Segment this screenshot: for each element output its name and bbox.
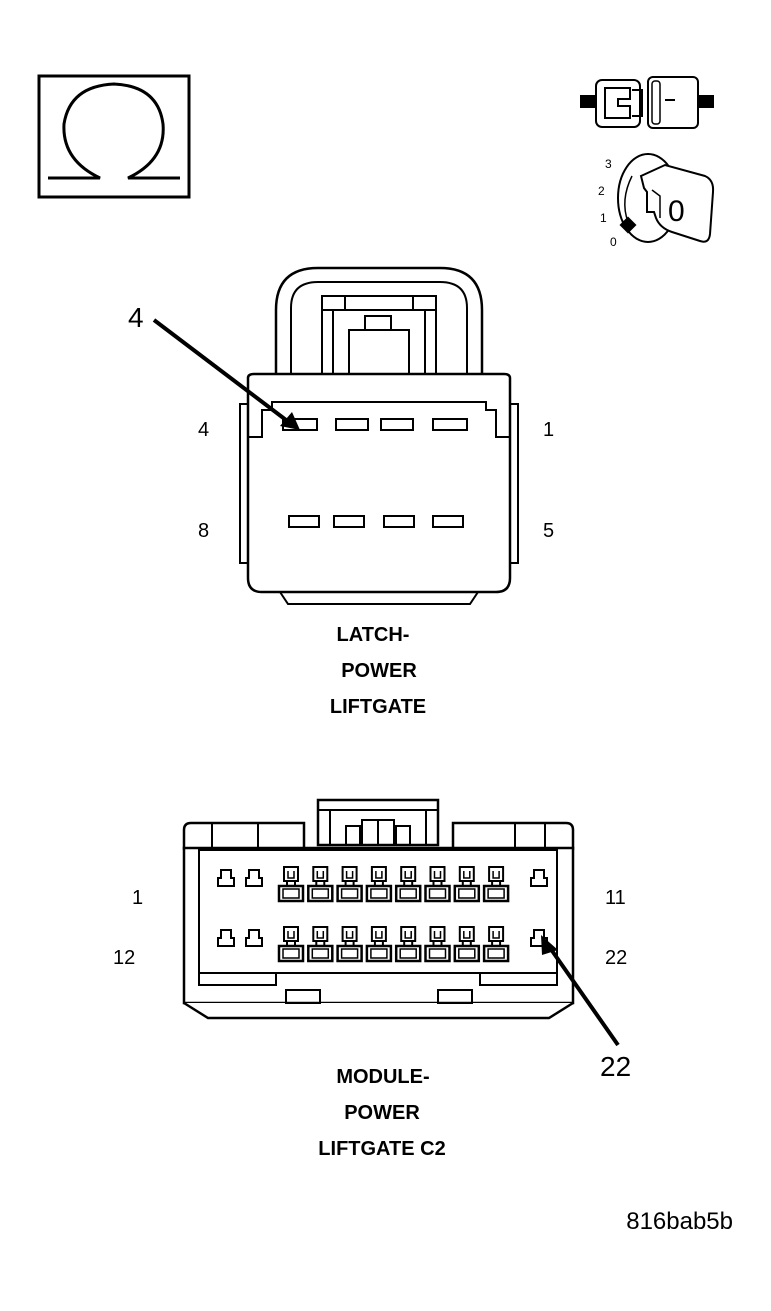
latch-pin-6 (383, 515, 415, 528)
module-cavity-r1-terminal-1 (277, 866, 305, 903)
module-cavity-r1-right (530, 869, 548, 887)
module-cavity-r1-terminal-5 (394, 866, 422, 903)
latch-callout-label: 4 (128, 302, 144, 333)
module-cavity-r1-terminal-4 (365, 866, 393, 903)
latch-pin-label-top-left: 4 (198, 419, 209, 441)
latch-pin-8 (288, 515, 320, 528)
connector-disconnect-icon (580, 76, 714, 129)
module-cavity-r2-terminal-6 (424, 926, 451, 963)
module-cavity-r2-terminal-7 (453, 926, 481, 963)
key-face-label: 0 (668, 195, 685, 228)
ignition-key-icon: 3 2 1 0 0 (598, 153, 715, 249)
module-cavity-r1-terminal-8 (482, 866, 510, 903)
module-cavity-r2-terminal-5 (394, 926, 422, 963)
module-cavity-r1-left-1 (217, 869, 235, 887)
module-cavity-r2-terminal-8 (482, 926, 510, 963)
latch-title-line-2: POWER (341, 660, 417, 682)
module-pin-field (217, 866, 548, 963)
module-cavity-r2-terminal-3 (336, 926, 363, 963)
key-position-2: 2 (598, 184, 605, 198)
module-cavity-r2-terminal-1 (277, 926, 305, 963)
ohm-icon (37, 74, 191, 199)
module-cavity-r2-left-1 (217, 929, 235, 947)
key-position-3: 3 (605, 157, 612, 171)
latch-title-line-3: LIFTGATE (330, 696, 426, 718)
latch-pin-label-top-right: 1 (543, 419, 554, 441)
module-title-line-1: MODULE- (336, 1066, 429, 1088)
module-title-line-3: LIFTGATE C2 (318, 1138, 445, 1160)
latch-pin-3 (335, 418, 369, 431)
module-cavity-r1-terminal-7 (453, 866, 481, 903)
module-connector: 22 1 11 12 22 (113, 798, 631, 1082)
latch-title-line-1: LATCH- (337, 624, 410, 646)
latch-pin-label-bottom-right: 5 (543, 520, 554, 542)
latch-connector: 4 4 1 8 5 (128, 266, 554, 605)
key-position-0: 0 (610, 235, 617, 249)
module-cavity-r2-terminal-2 (307, 926, 334, 963)
module-pin-label-top-left: 1 (132, 887, 143, 909)
module-cavity-r1-terminal-3 (336, 866, 363, 903)
module-pin-label-bottom-left: 12 (113, 947, 135, 969)
module-callout-label: 22 (600, 1051, 631, 1082)
module-cavity-r1-terminal-2 (307, 866, 334, 903)
module-cavity-r2-left-2 (245, 929, 263, 947)
module-cavity-r2-terminal-4 (365, 926, 393, 963)
latch-pin-5 (432, 515, 464, 528)
module-title-line-2: POWER (344, 1102, 420, 1124)
module-pin-label-top-right: 11 (605, 887, 626, 909)
latch-pin-7 (333, 515, 365, 528)
key-position-1: 1 (600, 211, 607, 225)
latch-pin-1 (432, 418, 468, 431)
module-cavity-r1-left-2 (245, 869, 263, 887)
module-pin-label-bottom-right: 22 (605, 947, 627, 969)
latch-pin-label-bottom-left: 8 (198, 520, 209, 542)
module-cavity-r1-terminal-6 (424, 866, 451, 903)
latch-pin-2 (380, 418, 414, 431)
figure-id: 816bab5b (626, 1208, 733, 1235)
